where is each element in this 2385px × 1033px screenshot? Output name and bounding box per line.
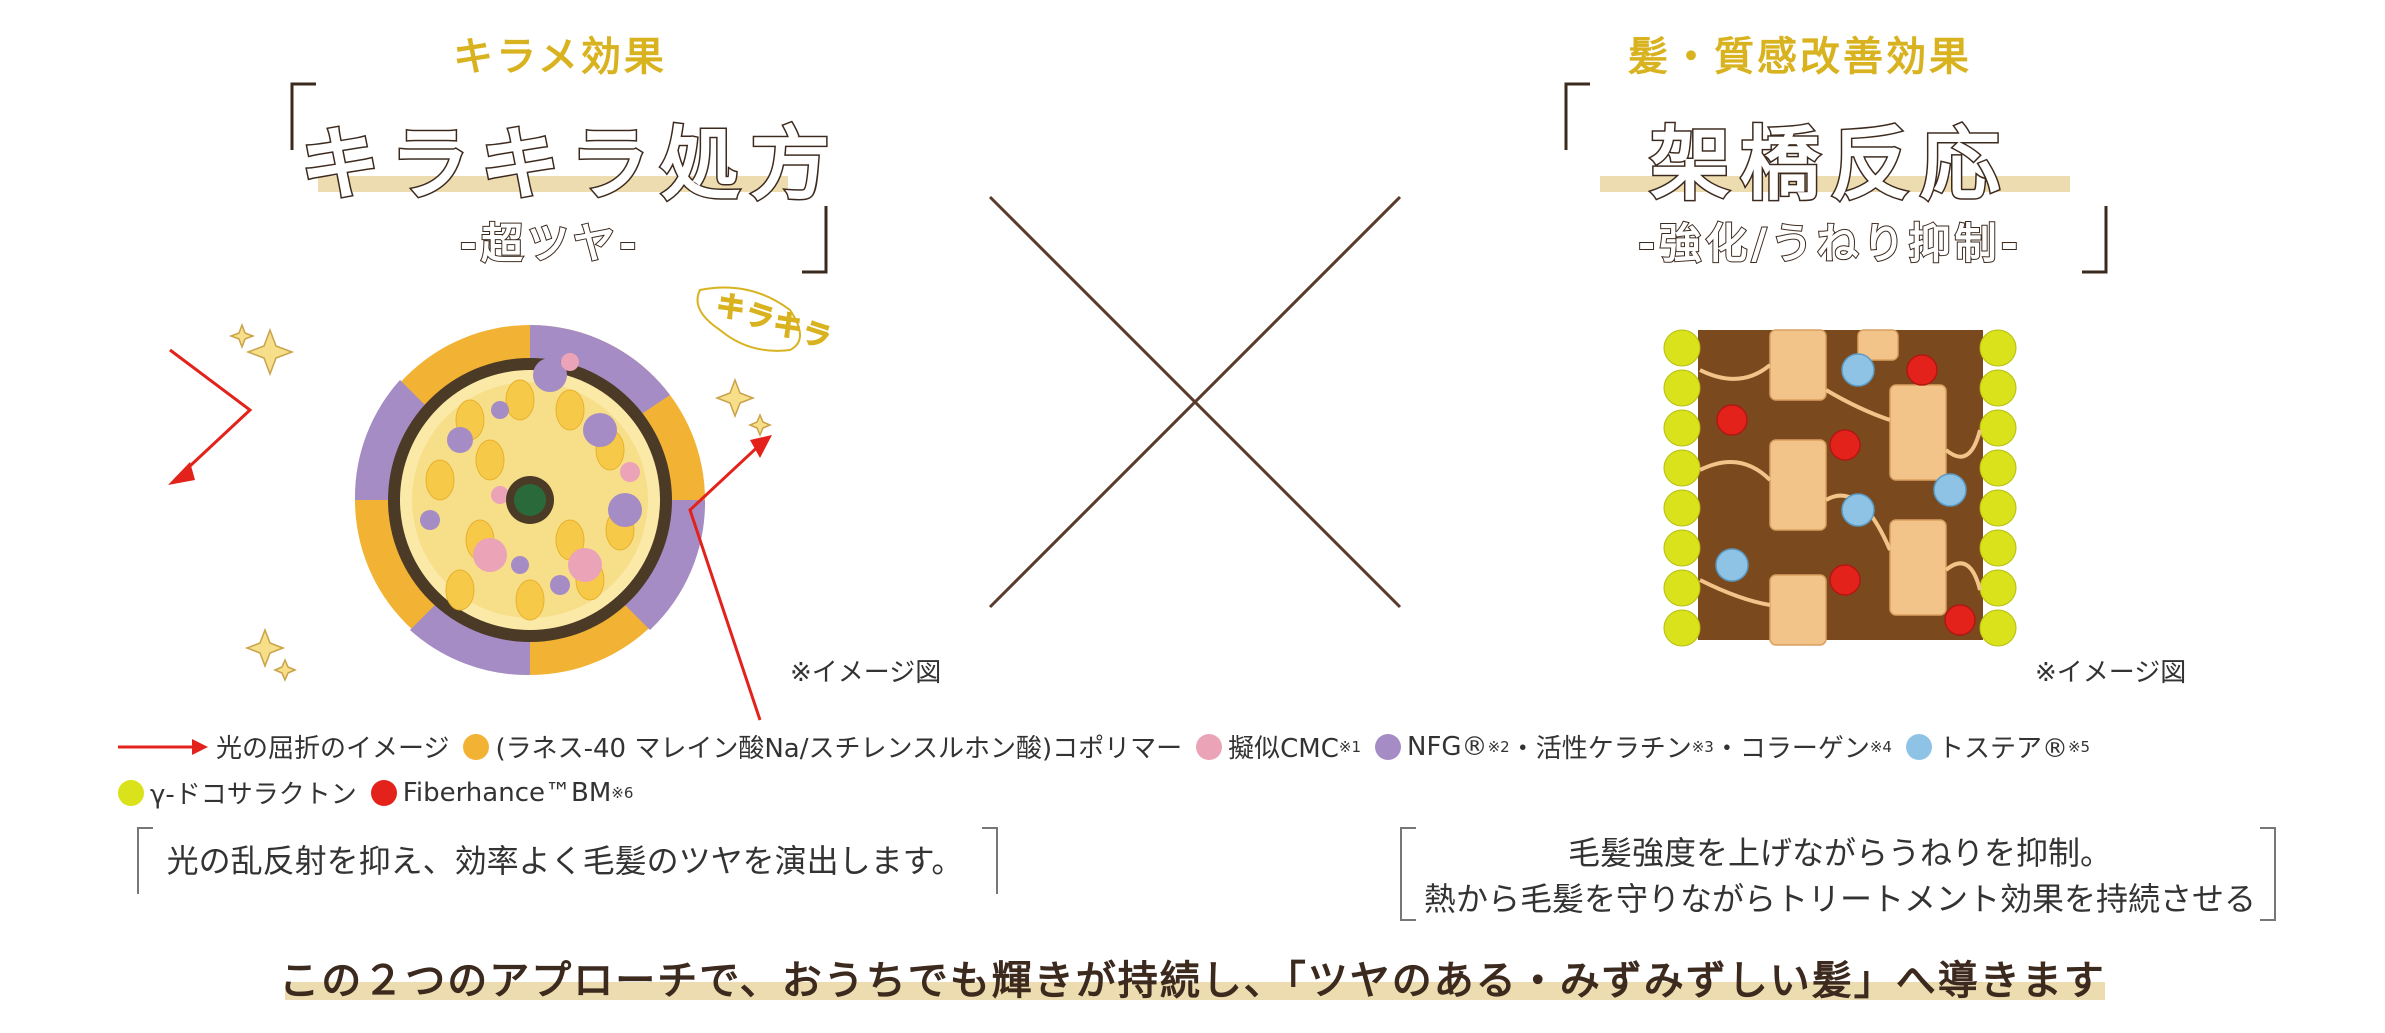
legend-sup-keratin: ※3 xyxy=(1691,737,1714,756)
bottom-message: この２つのアプローチで、おうちでも輝きが持続し、「ツヤのある・みずみずしい髪」へ… xyxy=(279,958,2106,1004)
legend-sup-nfg: ※2 xyxy=(1487,737,1510,756)
legend-label-nfg: NFG® xyxy=(1407,731,1488,762)
legend-dot-docosalactone xyxy=(118,779,144,806)
right-description-line-2: 熱から毛髪を守りながらトリートメント効果を持続させる xyxy=(1423,880,2256,918)
right-bracket-bottom xyxy=(2082,206,2108,274)
kirakira-bubble xyxy=(696,286,801,352)
legend-dot-copolymer xyxy=(463,733,490,760)
legend-sup-tostea: ※5 xyxy=(2067,737,2091,756)
legend-label-docosalactone: γ-ドコサラクトン xyxy=(150,780,357,810)
legend-row-1: 光の屈折のイメージ (ラネス-40 マレイン酸Na/スチレンスルホン酸)コポリマ… xyxy=(118,728,2090,765)
legend-sup-fiberhance: ※6 xyxy=(611,783,634,802)
left-desc-bracket-close xyxy=(982,827,998,894)
left-description: 光の乱反射を抑え、効率よく毛髪のツヤを演出します。 xyxy=(166,842,964,880)
right-title: 架橋反応 xyxy=(1649,117,2010,213)
right-subheading: 髪・質感改善効果 xyxy=(1628,34,1972,80)
right-desc-bracket-close xyxy=(2260,827,2276,921)
legend-label-keratin: ・活性ケラチン xyxy=(1509,734,1692,764)
left-image-note: ※イメージ図 xyxy=(790,658,942,688)
multiply-cross xyxy=(988,195,1402,609)
legend-label-tostea: トステア® xyxy=(1937,734,2068,764)
legend-dot-fiberhance xyxy=(370,779,397,806)
legend-label-copolymer: (ラネス-40 マレイン酸Na/スチレンスルホン酸)コポリマー xyxy=(495,734,1183,764)
legend-label-fiberhance: Fiberhance™BM xyxy=(402,777,612,808)
left-bracket-top xyxy=(290,82,316,150)
legend-dot-cmc xyxy=(1196,733,1223,760)
right-tagline: -強化/うねり抑制- xyxy=(1637,218,2023,269)
legend-label-collagen: ・コラーゲン xyxy=(1713,734,1870,764)
legend-row-2: γ-ドコサラクトン Fiberhance™BM※6 xyxy=(104,774,633,811)
left-tagline: -超ツヤ- xyxy=(459,218,641,269)
legend-dot-nfg xyxy=(1375,733,1401,760)
hair-cross-section-illustration xyxy=(168,286,801,721)
left-subheading: キラメ効果 xyxy=(453,34,667,80)
right-image-note: ※イメージ図 xyxy=(2035,658,2187,688)
left-bracket-bottom xyxy=(802,206,828,274)
legend-sup-cmc: ※1 xyxy=(1338,737,1361,756)
legend-dot-tostea xyxy=(1905,733,1932,760)
right-description-line-1: 毛髪強度を上げながらうねりを抑制。 xyxy=(1567,834,2112,872)
left-title: キラキラ処方 xyxy=(299,117,840,213)
legend-sup-collagen: ※4 xyxy=(1869,737,1892,756)
right-title-highlight xyxy=(1600,176,2070,192)
legend-arrow-label: 光の屈折のイメージ xyxy=(216,734,450,764)
crosslink-illustration xyxy=(1663,329,2017,647)
bottom-highlight xyxy=(285,982,2105,1000)
legend-label-cmc: 擬似CMC xyxy=(1228,734,1339,764)
red-arrow-icon xyxy=(118,738,208,755)
right-bracket-top xyxy=(1564,82,1590,150)
right-desc-bracket-open xyxy=(1400,827,1416,921)
left-desc-bracket-open xyxy=(137,827,153,894)
left-title-highlight xyxy=(318,176,788,192)
